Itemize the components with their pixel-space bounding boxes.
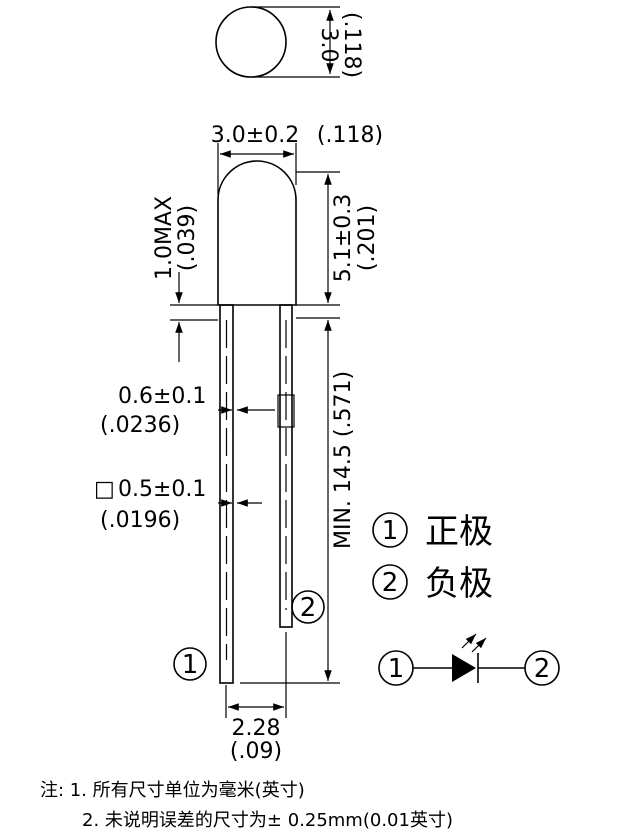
legend-anode: 1 正极 [372, 512, 493, 552]
led-dome [217, 160, 297, 306]
flange-dimension: 1.0MAX (.039) [152, 196, 218, 362]
lead-square-label: 0.5±0.1 [118, 477, 206, 502]
pin-2-marker: 2 [291, 590, 325, 624]
led-body [217, 160, 297, 306]
light-arrow-icon [471, 637, 487, 653]
top-view-dim: 3.0 [316, 28, 341, 63]
svg-text:1: 1 [182, 650, 199, 680]
light-arrow-icon [461, 633, 477, 649]
note-1: 注: 1. 所有尺寸单位为毫米(英寸) [40, 780, 305, 801]
svg-text:1: 1 [382, 516, 399, 546]
cathode-lead [279, 304, 293, 628]
anode-lead [219, 304, 234, 684]
note-2: 2. 未说明误差的尺寸为± 0.25mm(0.01英寸) [82, 810, 453, 831]
lead-dia-label: 0.6±0.1 [118, 384, 206, 409]
cathode-kink [277, 394, 295, 428]
pin-1-marker: 1 [173, 647, 207, 681]
flange-max-label: 1.0MAX [152, 196, 177, 280]
pitch-label: 2.28 [232, 716, 281, 741]
lead-diameter-dimension: 0.6±0.1 (.0236) [100, 384, 275, 438]
leads [219, 304, 295, 684]
body-width-dimension: 3.0±0.2 (.118) [211, 123, 383, 195]
top-view-dim-in: (.118) [339, 12, 364, 78]
legend-cathode: 2 负极 [372, 564, 493, 604]
diode-triangle [452, 654, 476, 682]
square-symbol: □ [94, 477, 115, 502]
legend-anode-text: 正极 [425, 512, 493, 552]
svg-text:1: 1 [388, 654, 405, 684]
body-width-inch: (.118) [317, 123, 383, 148]
pitch-inch: (.09) [230, 739, 282, 764]
led-schematic-symbol: 1 2 [378, 633, 560, 686]
body-height-label: 5.1±0.3 [331, 194, 356, 282]
lead-length-dimension: MIN. 14.5 (.571) [240, 317, 356, 684]
lead-length-inch: (.571) [331, 371, 356, 437]
lead-square-inch: (.0196) [100, 508, 180, 533]
svg-text:2: 2 [382, 568, 399, 598]
top-view-circle [215, 6, 287, 78]
flange-max-inch: (.039) [175, 205, 200, 271]
lead-dia-inch: (.0236) [100, 413, 180, 438]
top-view: 3.0 (.118) [215, 6, 364, 78]
body-width-label: 3.0±0.2 [211, 123, 299, 148]
svg-text:2: 2 [300, 593, 317, 623]
legend-cathode-text: 负极 [425, 564, 493, 604]
lead-square-dimension: □ 0.5±0.1 (.0196) [94, 477, 262, 533]
body-height-dimension: 5.1±0.3 (.201) [296, 171, 380, 306]
lead-length-label: MIN. 14.5 [331, 444, 356, 549]
svg-text:MIN. 14.5 (.571): MIN. 14.5 (.571) [331, 371, 356, 549]
body-height-inch: (.201) [355, 205, 380, 271]
pitch-dimension: 2.28 (.09) [225, 632, 287, 764]
svg-text:2: 2 [534, 654, 551, 684]
